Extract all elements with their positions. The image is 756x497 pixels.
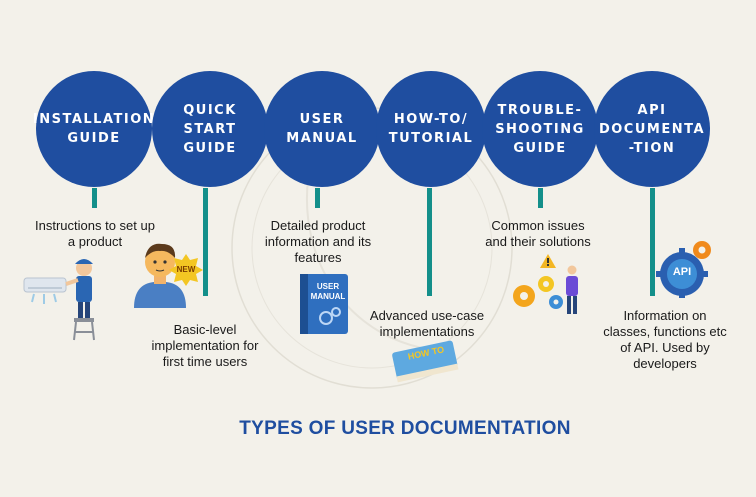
circle-troubleshooting-guide: TROUBLE- SHOOTING GUIDE (482, 71, 598, 187)
user-manual-book-label: USER MANUAL (310, 282, 346, 301)
api-gear-label: API (672, 266, 692, 278)
circle-installation-guide: INSTALLATION GUIDE (33, 71, 154, 187)
stem-quick-start (203, 188, 208, 296)
desc-troubleshooting: Common issues and their solutions (485, 218, 591, 249)
how-to-book-icon (392, 340, 459, 383)
stem-api (650, 188, 655, 296)
stem-how-to (427, 188, 432, 296)
new-badge-label: NEW (176, 265, 196, 274)
desc-api: Information on classes, functions etc of… (603, 308, 727, 371)
stem-user-manual (315, 188, 320, 208)
stem-installation (92, 188, 97, 208)
stem-troubleshooting (538, 188, 543, 208)
desc-user-manual: Detailed product information and its fea… (264, 218, 372, 265)
circle-how-to-tutorial: HOW-TO/ TUTORIAL (376, 71, 486, 187)
desc-installation: Instructions to set up a product (35, 218, 155, 249)
api-gear-icon (656, 241, 711, 298)
circle-quick-start-guide: QUICK START GUIDE (152, 71, 268, 187)
circle-user-manual: USER MANUAL (264, 71, 380, 187)
troubleshooting-gears-icon (513, 254, 578, 314)
technician-icon (23, 259, 95, 341)
desc-quick-start: Basic-level implementation for first tim… (151, 322, 259, 369)
diagram-title: TYPES OF USER DOCUMENTATION (239, 418, 571, 439)
user-manual-book-icon (300, 274, 348, 334)
new-user-icon (134, 243, 203, 308)
circle-api-documentation: API DOCUMENTA -TION (594, 71, 710, 187)
desc-how-to: Advanced use-case implementations (369, 308, 485, 339)
